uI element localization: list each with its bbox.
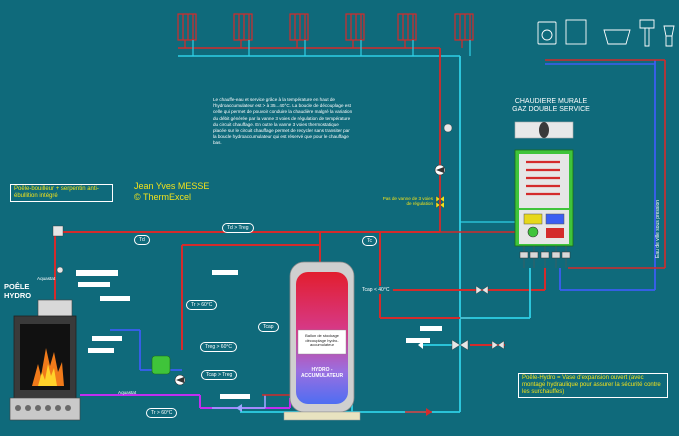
sink-icon [565, 19, 587, 45]
tank-inner-label: Ballon de stockage découplage hydro-accu… [305, 333, 339, 348]
label-treg-60: Treg > 60°C [200, 342, 237, 352]
label-tr-60: Tr > 60°C [186, 300, 218, 310]
air-vent-icon [52, 225, 64, 237]
washing-machine-drum [541, 29, 553, 41]
label-tcap: Tcap [258, 322, 279, 332]
radiator-headers [178, 40, 471, 57]
radiator-5 [397, 13, 417, 41]
gauge-icon [443, 123, 453, 133]
toilet-icon [663, 25, 675, 47]
radiator-4 [345, 13, 365, 41]
label-aquastat-bottom: Aquastat [118, 390, 137, 395]
bathtub-icon [603, 29, 631, 45]
three-way-valve-icon [435, 195, 445, 209]
gauge-icon [56, 266, 64, 274]
boiler-title-line2: GAZ DOUBLE SERVICE [512, 106, 590, 114]
valve-icon [491, 340, 505, 350]
label-tr-low: Tr > 60°C [146, 408, 178, 418]
sanitary-hot [545, 59, 666, 269]
tank-label-line2: ACCUMULATEUR [300, 372, 344, 379]
explanatory-note: Le chauffe-eau et service grâce à la tem… [213, 97, 353, 146]
stove-return [80, 394, 291, 409]
radiator-2 [233, 13, 253, 41]
washing-machine-icon [537, 21, 557, 45]
hydro-accumulator-tank [283, 261, 361, 421]
valve-icon [451, 339, 469, 351]
label-aquastat-top: Aquastat [37, 276, 56, 281]
boiler-risers [439, 48, 518, 412]
label-td: Td [134, 235, 150, 245]
boiler-title: CHAUDIERE MURALE GAZ DOUBLE SERVICE [507, 98, 595, 114]
tank-label: HYDRO - ACCUMULATEUR [296, 367, 348, 380]
stove-label-line2: HYDRO [4, 290, 32, 300]
radiator-6 [454, 13, 474, 41]
author-brand: © ThermExcel [134, 192, 191, 202]
label-plates [76, 270, 442, 399]
boiler-title-line1: CHAUDIERE MURALE [514, 98, 588, 105]
boiler-unit [514, 121, 574, 268]
radiator-1 [177, 13, 197, 41]
stove-hydro [9, 299, 81, 421]
label-tcap-treg: Tcap > Treg [201, 370, 238, 380]
water-inlet-label: Eau de ville sous pression [655, 199, 661, 258]
tank-label-line1: HYDRO - [311, 367, 333, 373]
sanitary-appliances [537, 19, 675, 47]
washbasin-icon [639, 19, 655, 47]
expansion-note: Poêle-Hydro = Vase d'expansion ouvert (a… [518, 373, 668, 398]
label-tc: Tc [362, 236, 377, 246]
stove-label-line1: POÊLE [4, 282, 30, 291]
label-td-treg: Td > Treg [222, 223, 254, 233]
radiator-3 [289, 13, 309, 41]
components [52, 123, 505, 416]
label-tcap-40: Tcap < 40°C [358, 286, 394, 294]
stove-note: Poêle-bouilleur + serpentin anti-ébullit… [10, 184, 113, 202]
valve-icon [475, 285, 489, 295]
radiators [177, 13, 474, 41]
author-name: Jean Yves MESSE [134, 181, 210, 191]
expansion-vessel-icon [151, 355, 171, 375]
stove-label: POÊLE HYDRO [4, 282, 32, 300]
valve-note: Pas de vanne de 3 voies de régulation [382, 196, 433, 207]
